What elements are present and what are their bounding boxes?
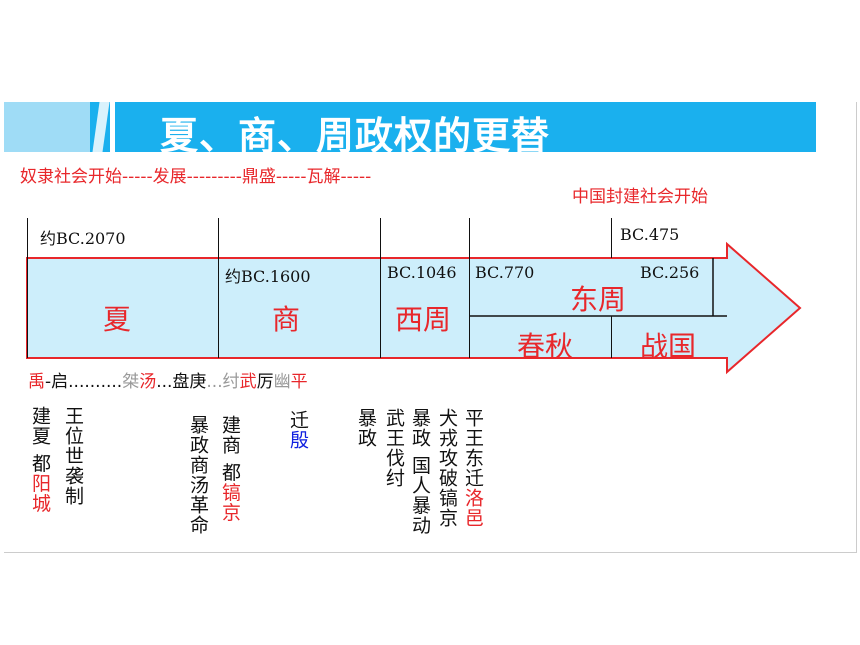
event-tang-c: 镐京 xyxy=(219,482,241,523)
divider-zhanguo-top xyxy=(611,218,612,258)
era-xizhou: 西周 xyxy=(395,303,452,336)
divider-xia-start xyxy=(27,218,28,358)
king-name: 厉 xyxy=(256,372,274,392)
king-sequence: 禹-启..........桀汤...盘庚...纣武厉幽平 xyxy=(28,367,308,392)
event-ping-a: 平王东迁 xyxy=(462,408,484,488)
king-name: 盘庚 xyxy=(172,372,207,392)
king-name: 汤 xyxy=(139,372,157,392)
event-wu-a: 武王伐纣 xyxy=(383,408,405,488)
date-dongzhou-start: BC.770 xyxy=(475,263,535,282)
date-zhanguo-start: BC.475 xyxy=(620,225,680,244)
king-name: ... xyxy=(206,372,223,392)
divider-chunqiu-zhanguo xyxy=(611,316,612,358)
event-ping: 平王东迁洛邑 xyxy=(462,408,484,528)
event-jie-a: 暴政商汤革命 xyxy=(187,415,209,535)
divider-shang-start xyxy=(218,218,219,358)
event-zhou-a: 暴政 xyxy=(355,408,377,448)
king-name: 平 xyxy=(290,372,308,392)
event-tang-a: 建商 xyxy=(219,415,241,455)
date-zhou-end: BC.256 xyxy=(640,263,700,282)
divider-xizhou-start xyxy=(380,218,381,358)
era-dongzhou: 东周 xyxy=(570,283,627,316)
event-qi: 王位世袭制 xyxy=(62,406,84,506)
event-pangeng: 迁殷 xyxy=(287,410,309,450)
title-bar xyxy=(4,102,816,152)
event-li-a: 暴政 xyxy=(409,408,431,448)
king-name: - xyxy=(45,372,52,392)
timeline-arrow xyxy=(26,241,802,375)
king-name: 启 xyxy=(51,372,69,392)
event-pangeng-c: 殷 xyxy=(287,430,309,450)
event-yu: 建夏 都阳城 xyxy=(29,406,51,514)
feudal-start-label: 中国封建社会开始 xyxy=(572,187,708,207)
event-tang: 建商 都镐京 xyxy=(219,415,241,523)
king-name: 纣 xyxy=(222,372,240,392)
title-bar-light-block xyxy=(4,102,90,152)
king-name: 武 xyxy=(239,372,257,392)
event-wu: 武王伐纣 xyxy=(383,408,405,488)
divider-dongzhou-start xyxy=(469,218,470,358)
event-pangeng-a: 迁 xyxy=(287,410,309,430)
event-yu-a: 建夏 xyxy=(29,406,51,446)
king-name: 禹 xyxy=(28,372,45,392)
date-xizhou-start: BC.1046 xyxy=(387,263,457,282)
society-stages-label: 奴隶社会开始-----发展---------鼎盛-----瓦解----- xyxy=(20,167,372,187)
event-you: 犬戎攻破镐京 xyxy=(436,408,458,528)
slide-title: 夏、商、周政权的更替 xyxy=(160,114,551,158)
era-chunqiu: 春秋 xyxy=(517,330,574,363)
event-qi-a: 王位世袭制 xyxy=(62,406,84,506)
king-name: .......... xyxy=(68,372,123,392)
event-yu-c: 阳城 xyxy=(29,473,51,514)
date-xia-start: 约BC.2070 xyxy=(40,229,126,248)
king-name: ... xyxy=(156,372,173,392)
title-bar-divider xyxy=(110,102,115,152)
era-shang: 商 xyxy=(272,303,301,336)
event-ping-c: 洛邑 xyxy=(462,488,484,528)
king-name: 幽 xyxy=(273,372,291,392)
event-jie: 暴政商汤革命 xyxy=(187,415,209,535)
event-zhou: 暴政 xyxy=(355,408,377,448)
era-zhanguo: 战国 xyxy=(640,330,697,363)
event-yu-b: 都 xyxy=(29,453,51,474)
slide-frame xyxy=(4,102,857,553)
event-li: 暴政 国人暴动 xyxy=(409,408,431,536)
event-you-a: 犬戎攻破镐京 xyxy=(436,408,458,528)
era-xia: 夏 xyxy=(103,303,132,336)
king-name: 桀 xyxy=(122,372,140,392)
date-shang-start: 约BC.1600 xyxy=(225,267,311,286)
event-tang-b: 都 xyxy=(219,462,241,483)
event-li-b: 国人暴动 xyxy=(409,455,431,536)
